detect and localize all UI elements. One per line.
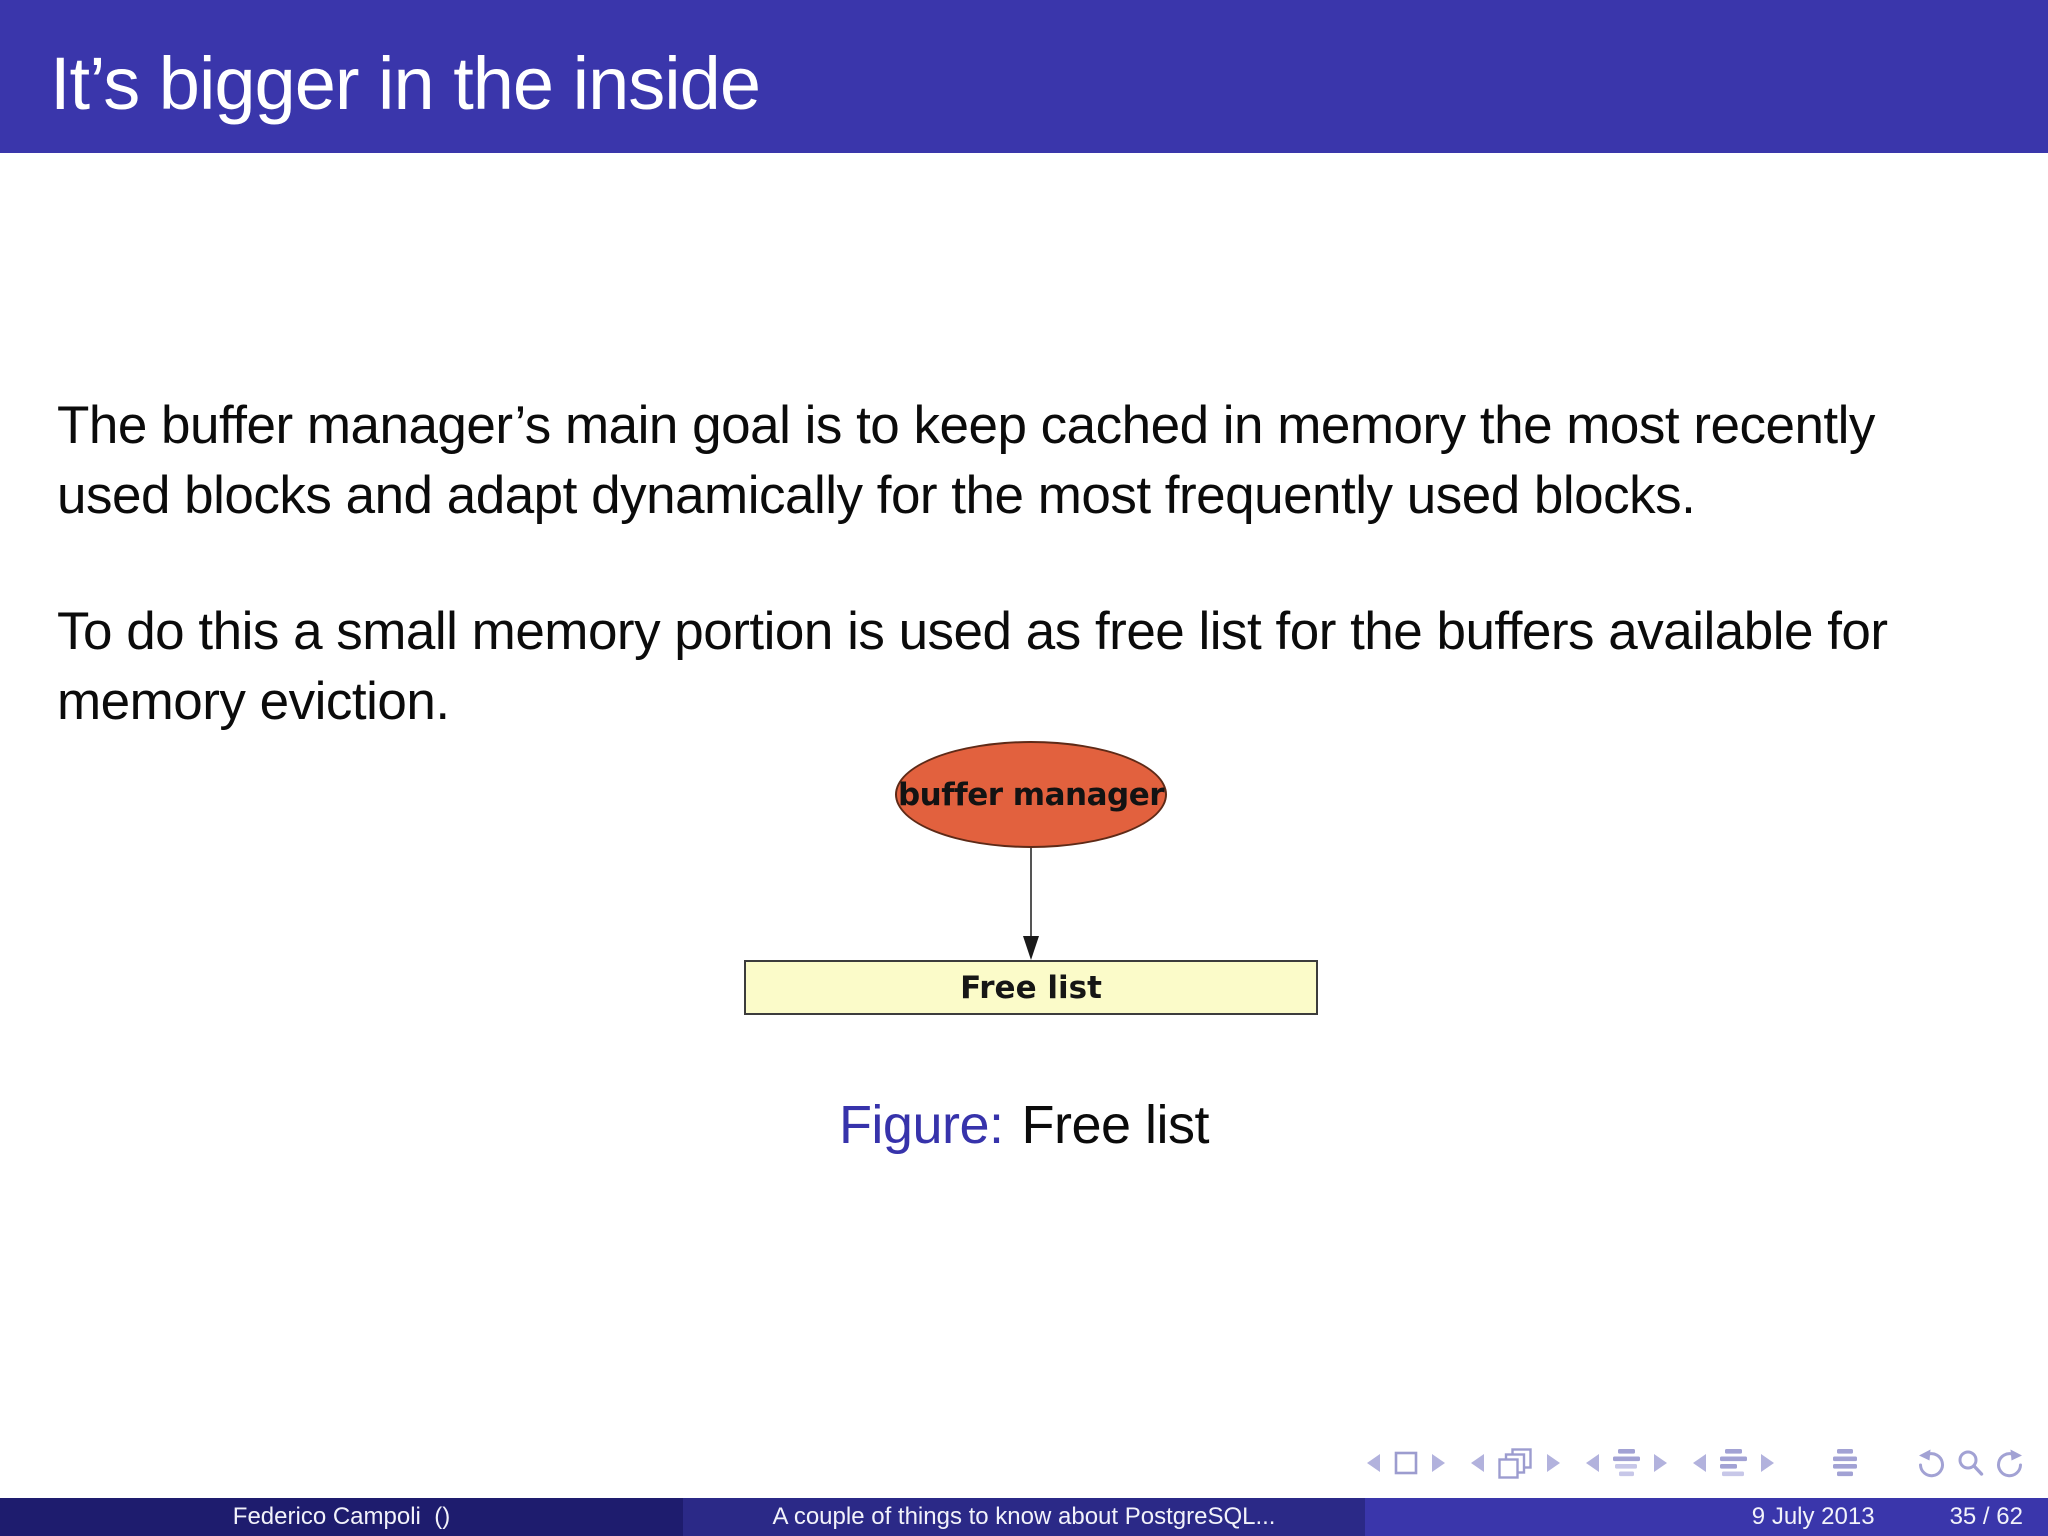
- footer-date-box: 9 July 2013 35 / 62: [1364, 1498, 2048, 1536]
- slide-nav-group: [1367, 1451, 1445, 1475]
- slide-nav-icon[interactable]: [1394, 1451, 1418, 1475]
- paragraph-line: To do this a small memory portion is use…: [57, 602, 1888, 661]
- subsection-nav-icon[interactable]: [1613, 1448, 1640, 1478]
- free-list-diagram: buffer manager Free list: [744, 741, 1318, 1015]
- presentation-nav-group: [1832, 1448, 1858, 1478]
- prev-subsection-icon[interactable]: [1586, 1454, 1599, 1472]
- frame-title-bar: It’s bigger in the inside: [0, 0, 2048, 153]
- buffer-manager-node: buffer manager: [895, 741, 1167, 848]
- navigation-symbols: [1367, 1443, 2025, 1483]
- figure-caption-text: Free list: [1021, 1095, 1210, 1155]
- footer-title-box: A couple of things to know about Postgre…: [683, 1498, 1365, 1536]
- footer-short-title: A couple of things to know about Postgre…: [772, 1503, 1276, 1530]
- frame-nav-group: [1471, 1447, 1560, 1479]
- footer-author: Federico Campoli (): [232, 1503, 451, 1530]
- arrow-down-icon: [1023, 848, 1039, 960]
- subsection-nav-group: [1586, 1448, 1667, 1478]
- next-subsection-icon[interactable]: [1654, 1454, 1667, 1472]
- paragraph-line: used blocks and adapt dynamically for th…: [57, 466, 1696, 525]
- search-icon[interactable]: [1957, 1449, 1984, 1477]
- figure-caption: Figure: Free list: [0, 1094, 2048, 1156]
- paragraph-line: The buffer manager’s main goal is to kee…: [57, 396, 1875, 455]
- footer-page-number: 35 / 62: [1949, 1503, 2023, 1530]
- history-search-group: [1916, 1447, 2025, 1479]
- figure-caption-label: Figure:: [838, 1095, 1004, 1155]
- free-list-node-label: Free list: [960, 969, 1102, 1006]
- next-frame-icon[interactable]: [1547, 1454, 1560, 1472]
- footer-author-box: Federico Campoli (): [0, 1498, 683, 1536]
- prev-section-icon[interactable]: [1693, 1454, 1706, 1472]
- section-nav-icon[interactable]: [1720, 1448, 1747, 1478]
- next-slide-icon[interactable]: [1432, 1454, 1445, 1472]
- section-nav-group: [1693, 1448, 1774, 1478]
- paragraph-line: memory eviction.: [57, 672, 450, 731]
- paragraph-free-list: To do this a small memory portion is use…: [57, 597, 2008, 737]
- forward-icon[interactable]: [1995, 1447, 2025, 1479]
- frame-nav-icon[interactable]: [1498, 1447, 1533, 1479]
- footer-date: 9 July 2013: [1751, 1503, 1875, 1530]
- free-list-node: Free list: [744, 960, 1318, 1015]
- next-section-icon[interactable]: [1761, 1454, 1774, 1472]
- prev-frame-icon[interactable]: [1471, 1454, 1484, 1472]
- page-title: It’s bigger in the inside: [50, 42, 761, 125]
- footline: Federico Campoli () A couple of things t…: [0, 1498, 2048, 1536]
- buffer-manager-node-label: buffer manager: [897, 776, 1165, 813]
- back-icon[interactable]: [1916, 1447, 1946, 1479]
- presentation-nav-icon[interactable]: [1832, 1448, 1858, 1478]
- prev-slide-icon[interactable]: [1367, 1454, 1380, 1472]
- paragraph-buffer-manager-goal: The buffer manager’s main goal is to kee…: [57, 391, 2008, 531]
